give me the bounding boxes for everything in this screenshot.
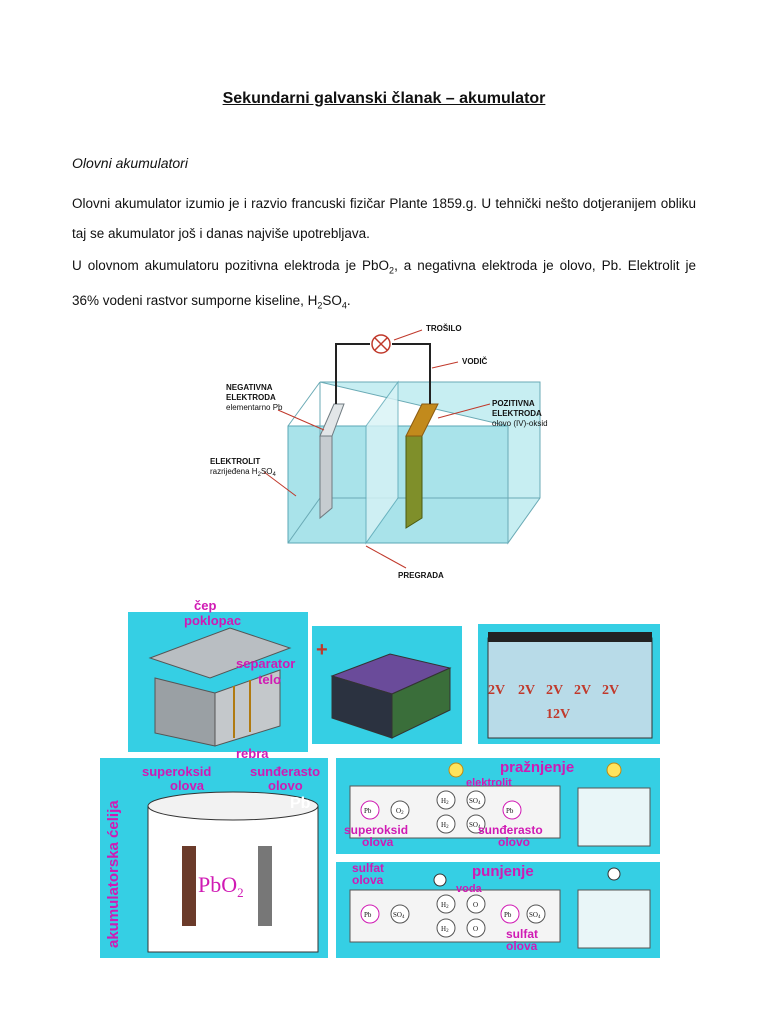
mol-h-2: H2 [441,821,449,830]
battery-12v-panel: 2V 2V 2V 2V 2V 12V [478,624,660,744]
mol-h-1: H2 [441,797,449,806]
mol-o-3: O [473,925,478,933]
label-elektrolit: elektrolit [466,777,512,789]
label-praznjenje: pražnjenje [500,759,574,776]
mol-pb-3: Pb [364,911,372,919]
label-vodic: VODIČ [462,357,488,366]
label-akumulatorska-celija: akumulatorska ćelija [105,800,122,948]
label-sunderasto-2: sunđerasto [478,823,543,837]
negative-electrode [319,435,333,520]
label-plus: + [316,639,328,661]
mol-so4-2: SO4 [469,821,481,830]
label-superoksid: superoksid [142,764,211,779]
label-cep: čep [194,598,216,613]
lead-acid-cell-diagram: TROŠILO VODIČ NEGATIVNA ELEKTRODA elemen… [210,324,548,580]
positive-electrode [405,435,423,529]
mol-h-3: H2 [441,901,449,910]
label-positive-1: POZITIVNA [492,399,535,408]
label-olova: olova [170,778,205,793]
label-separator: separator [236,656,295,671]
label-olovo-2: olovo [498,835,530,849]
label-olova-3: olova [352,873,384,887]
charger-icon-2 [607,867,621,881]
discharge-panel: Pb O2 H2 H2 SO4 SO4 Pb pražnjenje elektr… [336,758,660,854]
battery-photo-collage: čep poklopac separator telo rebra + 2V 2… [100,598,660,958]
battery-cutaway-panel: čep poklopac separator telo rebra [128,598,308,761]
label-superoksid-2: superoksid [344,823,408,837]
cell-container [287,380,541,545]
label-2v-1: 2V [488,683,505,698]
battery-plates-panel: + [312,626,462,744]
paragraph-electrodes: U olovnom akumulatoru pozitivna elektrod… [72,258,696,311]
mol-so4-1: SO4 [469,797,481,806]
section-title: Olovni akumulatori [72,155,188,171]
label-olova-2: olova [362,835,394,849]
mol-o-1: O2 [396,807,404,816]
label-negative-1: NEGATIVNA [226,383,273,392]
label-poklopac: poklopac [184,613,241,628]
label-2v-3: 2V [546,683,563,698]
label-electrolyte-1: ELEKTROLIT [210,457,260,466]
label-sunderasto: sunđerasto [250,764,320,779]
label-olova-4: olova [506,939,538,953]
label-pregrada: PREGRADA [398,571,444,580]
label-12v: 12V [546,707,570,722]
wire [335,343,370,404]
label-olovo: olovo [268,778,303,793]
label-sulfat: sulfat [352,861,384,875]
page-title: Sekundarni galvanski članak – akumulator [222,90,546,107]
mol-h-4: H2 [441,925,449,934]
label-pb: Pb [290,795,311,812]
label-telo: telo [258,672,281,687]
charge-panel: Pb SO4 H2 H2 O O Pb SO4 punjenje sulfat … [336,861,660,958]
accumulator-cell-panel: akumulatorska ćelija superoksid sunđeras… [100,758,328,958]
paragraph-invention: Olovni akumulator izumio je i razvio fra… [72,196,696,241]
load-bulb-icon [371,334,391,354]
label-positive-3: olovo (IV)-oksid [492,419,548,428]
mol-o-2: O [473,901,478,909]
label-negative-2: ELEKTRODA [226,393,276,402]
mol-so4-3: SO4 [393,911,405,920]
bulb-icon [448,762,464,778]
label-2v-2: 2V [518,683,535,698]
label-negative-3: elementarno Pb [226,403,283,412]
mol-pb-2: Pb [506,807,514,815]
label-voda: voda [456,883,483,895]
mol-so4-4: SO4 [529,911,541,920]
bulb-icon-2 [606,762,622,778]
mol-pb-4: Pb [504,911,512,919]
mol-pb-1: Pb [364,807,372,815]
label-electrolyte-2: razrijeđena H2SO4 [210,467,276,478]
label-punjenje: punjenje [472,863,534,880]
label-positive-2: ELEKTRODA [492,409,542,418]
label-rebra: rebra [236,746,269,761]
label-2v-5: 2V [602,683,619,698]
label-2v-4: 2V [574,683,591,698]
charger-icon [433,873,447,887]
label-pbo2: PbO2 [198,872,244,900]
label-sulfat-2: sulfat [506,927,538,941]
label-trosilo: TROŠILO [426,324,462,333]
